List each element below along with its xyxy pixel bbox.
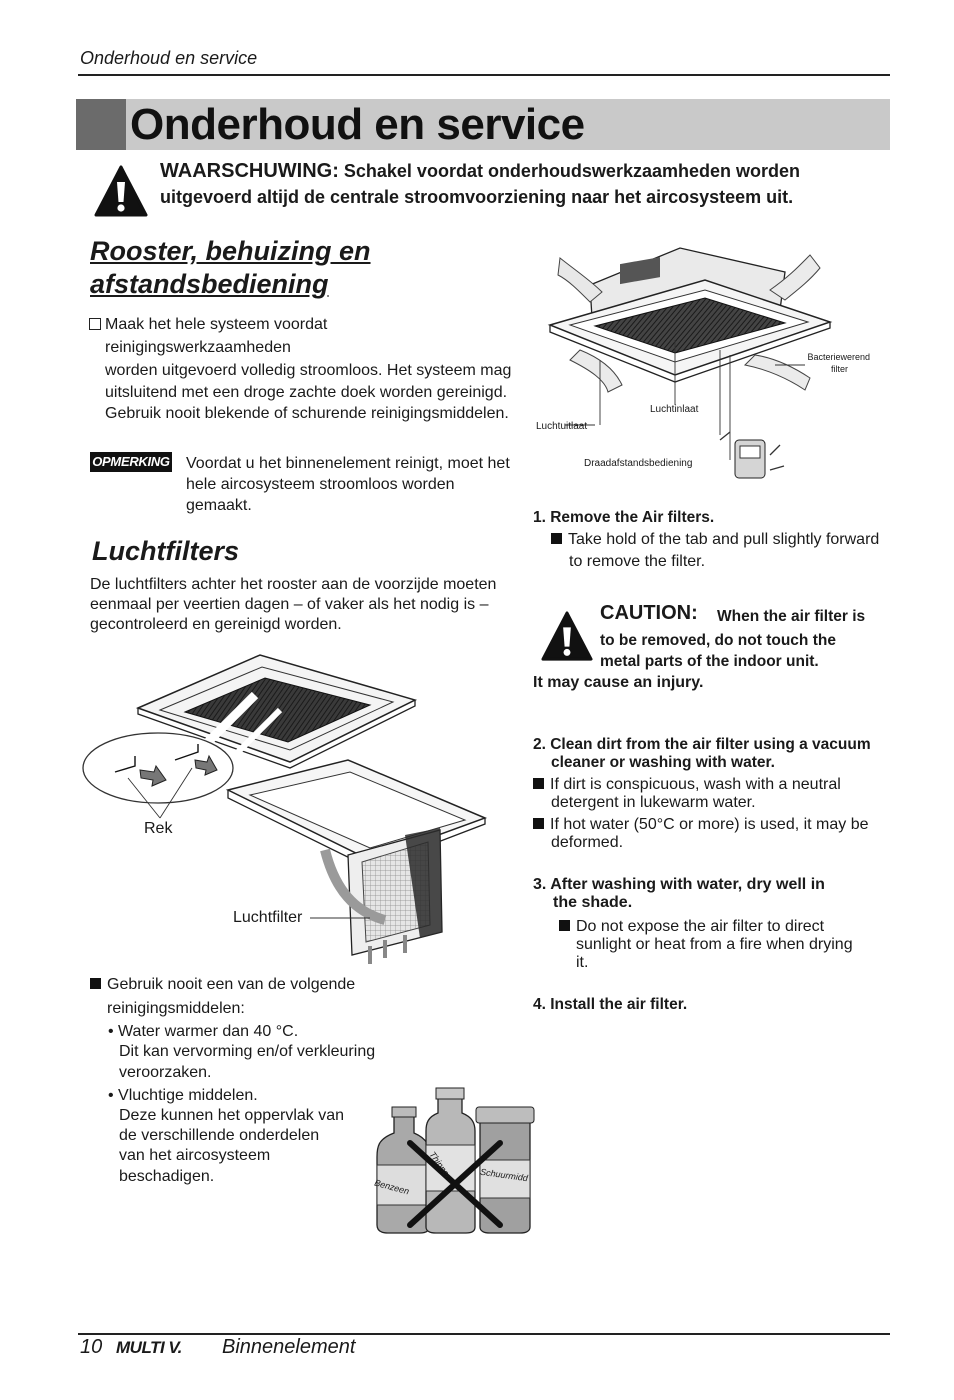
- cleaning-sub1-line2: Dit kan vervorming en/of verkleuring: [119, 1043, 376, 1060]
- square-bullet-icon: [533, 778, 544, 789]
- section1-text-line1: Maak het hele systeem voordat: [105, 316, 328, 333]
- section1-text-line3: worden uitgevoerd volledig stroomloos. H…: [105, 362, 512, 379]
- section1-text-line5: Gebruik nooit blekende of schurende rein…: [105, 405, 509, 422]
- section1-text-line2: reinigingswerkzaamheden: [105, 339, 291, 356]
- square-bullet-icon: [559, 920, 570, 931]
- step2-bullet2-line1: If hot water (50°C or more) is used, it …: [533, 816, 869, 834]
- section-heading-line2: afstandsbediening: [90, 269, 329, 299]
- note-line2: hele aircosysteem stroomloos worden: [186, 476, 455, 493]
- step3-bullet-line1: Do not expose the air filter to direct: [559, 918, 824, 936]
- grille-filter-illustration: [82, 654, 488, 964]
- cleaning-sub2-line5: beschadigen.: [119, 1168, 215, 1185]
- label-air-outlet: Luchtuitlaat: [536, 421, 588, 432]
- cleaning-sub1-line1: • Water warmer dan 40 °C.: [108, 1023, 299, 1040]
- step2-line2: cleaner or washing with water.: [551, 754, 775, 771]
- step2-bullet2-line2: deformed.: [551, 834, 624, 851]
- header-rule: [78, 74, 890, 76]
- multi-v-logo: MULTI V.: [116, 1338, 182, 1357]
- title-bar: [76, 99, 890, 150]
- note-badge: OPMERKING: [90, 452, 172, 472]
- step1-text-line1: Take hold of the tab and pull slightly f…: [551, 529, 879, 551]
- luchtfilters-text-line3: gecontroleerd en gereinigd worden.: [90, 616, 342, 633]
- page-title: Onderhoud en service: [130, 100, 585, 149]
- square-bullet-icon: [551, 533, 562, 544]
- step3-bullet-line3: it.: [576, 954, 589, 971]
- step1-text-line2: to remove the filter.: [569, 553, 706, 570]
- step2-bullet1-line1: If dirt is conspicuous, wash with a neut…: [533, 776, 841, 794]
- cleaning-sub2-line3: de verschillende onderdelen: [119, 1127, 320, 1144]
- caution-line3: metal parts of the indoor unit.: [600, 653, 819, 670]
- step2-bullet1-text: If dirt is conspicuous, wash with a neut…: [550, 776, 841, 793]
- label-wired-remote: Draadafstandsbediening: [584, 458, 693, 469]
- square-bullet-icon: [533, 818, 544, 829]
- square-bullet-icon: [90, 978, 101, 989]
- step1-title: 1. Remove the Air filters.: [533, 509, 715, 526]
- step4-title: 4. Install the air filter.: [533, 996, 688, 1013]
- section1-text-line4: uitsluitend met een droge zachte doek wo…: [105, 384, 508, 401]
- cleaning-bullet-line1: Gebruik nooit een van de volgende: [90, 974, 355, 996]
- label-air-inlet: Luchtinlaat: [650, 404, 699, 415]
- caution-line2: to be removed, do not touch the: [600, 632, 836, 649]
- step2-bullet2-text: If hot water (50°C or more) is used, it …: [550, 816, 869, 833]
- step2-bullet1-line2: detergent in lukewarm water.: [551, 794, 756, 811]
- warning-triangle-icon: [94, 165, 148, 217]
- caution-triangle-icon: [541, 611, 593, 661]
- step3-bullet-line2: sunlight or heat from a fire when drying: [576, 936, 853, 953]
- checkbox-bullet-icon: [89, 318, 101, 330]
- figure-label-luchtfilter: Luchtfilter: [233, 909, 303, 926]
- warning-text: WAARSCHUWING: Schakel voordat onderhouds…: [160, 158, 890, 210]
- footer-text: Binnenelement: [222, 1336, 356, 1358]
- cleaning-sub2-line2: Deze kunnen het oppervlak van: [119, 1107, 345, 1124]
- luchtfilters-text-line2: eenmaal per veertien dagen – of vaker al…: [90, 596, 489, 613]
- step1-text: Take hold of the tab and pull slightly f…: [568, 531, 880, 548]
- warning-body: Schakel voordat onderhoudswerkzaamheden …: [160, 161, 800, 207]
- note-line3: gemaakt.: [186, 497, 252, 514]
- label-bacterial-filter-line1: Bacteriewerend: [807, 352, 870, 362]
- footer-rule: [78, 1333, 890, 1335]
- caution-line1: When the air filter is: [717, 608, 866, 625]
- indoor-unit-illustration: [547, 247, 833, 479]
- page-number: 10: [80, 1336, 103, 1358]
- luchtfilters-text-line1: De luchtfilters achter het rooster aan d…: [90, 576, 497, 593]
- running-header: Onderhoud en service: [80, 48, 258, 68]
- caution-line4: It may cause an injury.: [533, 674, 704, 691]
- title-bar-block: [76, 99, 126, 150]
- step3-bullet-text: Do not expose the air filter to direct: [576, 918, 825, 935]
- cleaning-sub1-line3: veroorzaken.: [119, 1064, 212, 1081]
- step3-line2: the shade.: [553, 894, 633, 911]
- luchtfilters-heading: Luchtfilters: [92, 536, 240, 566]
- caution-label: CAUTION:: [600, 602, 698, 624]
- section-heading-line1: Rooster, behuizing en: [90, 236, 371, 266]
- warning-label: WAARSCHUWING:: [160, 160, 339, 182]
- figure-label-rek: Rek: [144, 820, 173, 837]
- cleaning-sub2-line4: van het aircosysteem: [119, 1147, 271, 1164]
- step2-line1: 2. Clean dirt from the air filter using …: [533, 736, 871, 753]
- solvent-bottles-illustration: [376, 1087, 535, 1234]
- note-line1: Voordat u het binnenelement reinigt, moe…: [186, 455, 510, 472]
- cleaning-bullet-text: Gebruik nooit een van de volgende: [107, 976, 356, 993]
- label-bacterial-filter-line2: filter: [830, 364, 848, 374]
- cleaning-bullet-line2: reinigingsmiddelen:: [107, 1000, 245, 1017]
- cleaning-sub2-line1: • Vluchtige middelen.: [108, 1087, 258, 1104]
- step3-line1: 3. After washing with water, dry well in: [533, 876, 825, 893]
